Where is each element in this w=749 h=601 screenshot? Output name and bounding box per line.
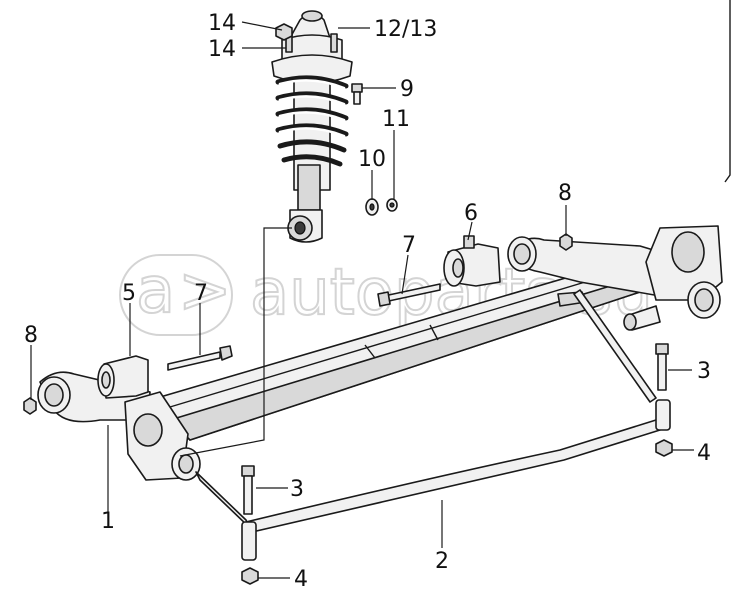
watermark-logo-text: a xyxy=(136,254,175,328)
nut-icon xyxy=(275,23,293,41)
callout-8-right: 8 xyxy=(558,181,572,206)
callout-14-upper: 14 xyxy=(208,11,236,36)
coil-spring-icon xyxy=(275,75,349,167)
callout-4-right: 4 xyxy=(697,441,711,466)
stabilizer-bar-icon xyxy=(195,289,671,561)
callout-3-left: 3 xyxy=(290,477,304,502)
torsion-beam-icon xyxy=(37,225,723,481)
callout-labels: 14 14 12/13 9 11 10 8 6 7 5 7 8 3 4 3 1 … xyxy=(24,11,711,592)
callout-10: 10 xyxy=(358,147,386,172)
callout-14-lower: 14 xyxy=(208,37,236,62)
callout-7-left: 7 xyxy=(194,281,208,306)
callout-4-left: 4 xyxy=(294,567,308,592)
bolt-icon xyxy=(167,283,441,371)
callout-11: 11 xyxy=(382,107,410,132)
shock-absorber-icon xyxy=(271,10,353,243)
leader-lines xyxy=(30,21,694,579)
callout-6: 6 xyxy=(464,201,478,226)
watermark-logo-arrow: > xyxy=(178,254,232,328)
washer-icon xyxy=(365,198,398,216)
callout-12-13: 12/13 xyxy=(374,17,437,42)
callout-5: 5 xyxy=(122,281,136,306)
bolt-icon xyxy=(241,343,669,515)
callout-2: 2 xyxy=(435,549,449,574)
callout-1: 1 xyxy=(101,509,115,534)
callout-3-right: 3 xyxy=(697,359,711,384)
bushing-icon xyxy=(97,235,501,399)
frame-edge xyxy=(724,0,731,183)
callout-7-right: 7 xyxy=(402,233,416,258)
bolt-icon xyxy=(351,83,363,105)
nut-icon xyxy=(241,439,673,585)
nut-icon xyxy=(23,233,573,415)
callout-9: 9 xyxy=(400,77,414,102)
callout-8-left: 8 xyxy=(24,323,38,348)
